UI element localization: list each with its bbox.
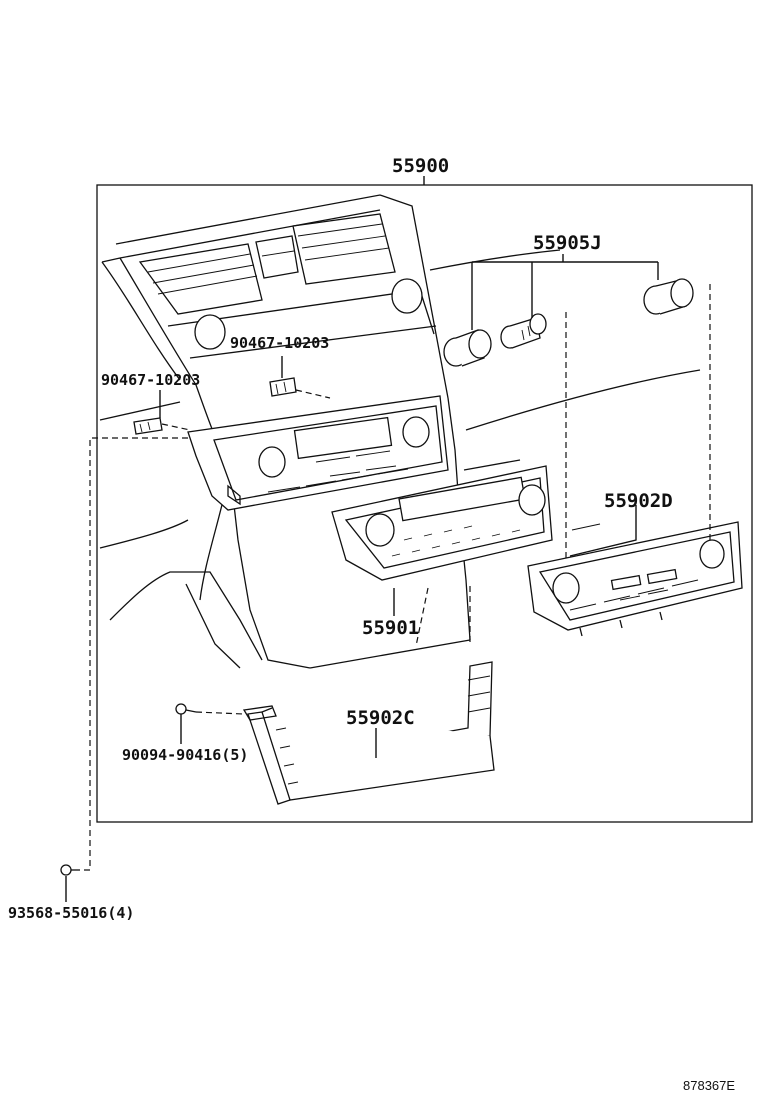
part-label-lower-bezel: 55902C: [346, 707, 415, 729]
clip-left-icon: [133, 417, 163, 435]
knob-left: [443, 329, 492, 367]
screw-outer-icon: [60, 864, 80, 876]
screw-bezel-icon: [175, 703, 197, 715]
part-label-heater-control-panel: 55901: [362, 617, 419, 639]
part-label-clip-left: 90467-10203: [101, 371, 200, 389]
leader-lines: [65, 176, 659, 902]
part-label-screw-bezel: 90094-90416(5): [122, 746, 248, 764]
dashboard-outline: [99, 194, 701, 669]
figure-number: 878367E: [683, 1078, 735, 1093]
lower-bezel: [242, 661, 495, 805]
clip-upper-icon: [269, 377, 297, 397]
heater-control-panel: [331, 465, 553, 581]
assembly-dashed-lines: [80, 284, 711, 871]
part-label-knob: 55905J: [533, 232, 602, 254]
control-face-plate: [527, 521, 743, 637]
part-label-control-face-plate: 55902D: [604, 490, 673, 512]
knob-middle: [500, 313, 547, 349]
knob-right: [643, 278, 694, 315]
assembly-number-label: 55900: [392, 155, 449, 177]
part-label-screw-outer: 93568-55016(4): [8, 904, 134, 922]
knob-set: [443, 278, 694, 367]
part-label-clip-upper: 90467-10203: [230, 334, 329, 352]
